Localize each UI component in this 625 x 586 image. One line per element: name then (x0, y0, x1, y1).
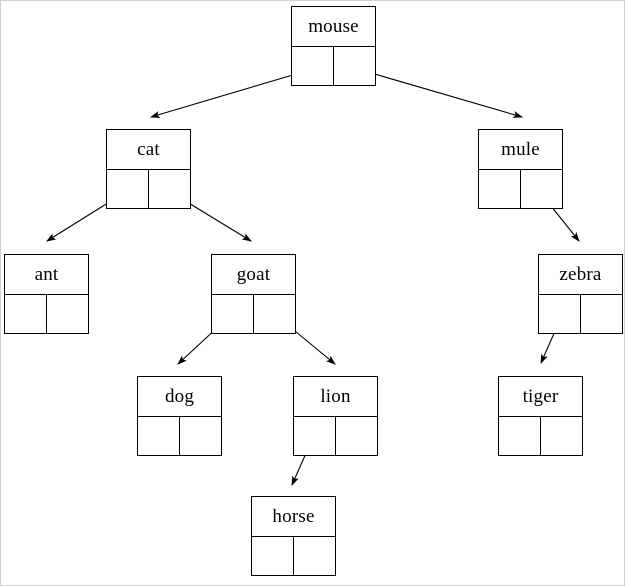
node-pointer-row-mouse (292, 47, 375, 85)
node-left-pointer-tiger[interactable] (499, 417, 541, 455)
node-pointer-row-tiger (499, 417, 582, 455)
tree-edge-mouse-to-mule (353, 67, 524, 118)
node-label-cat: cat (107, 130, 190, 170)
node-left-pointer-mule[interactable] (479, 170, 521, 208)
node-right-pointer-mule[interactable] (521, 170, 563, 208)
tree-node-cat[interactable]: cat (106, 129, 191, 209)
tree-node-horse[interactable]: horse (251, 496, 336, 576)
node-left-pointer-horse[interactable] (252, 537, 294, 575)
node-right-pointer-mouse[interactable] (334, 47, 376, 85)
node-left-pointer-ant[interactable] (5, 295, 47, 333)
node-right-pointer-ant[interactable] (47, 295, 89, 333)
node-left-pointer-zebra[interactable] (539, 295, 581, 333)
node-right-pointer-cat[interactable] (149, 170, 191, 208)
node-left-pointer-dog[interactable] (138, 417, 180, 455)
tree-node-dog[interactable]: dog (137, 376, 222, 456)
node-pointer-row-horse (252, 537, 335, 575)
node-pointer-row-zebra (539, 295, 622, 333)
node-right-pointer-goat[interactable] (254, 295, 296, 333)
node-label-zebra: zebra (539, 255, 622, 295)
node-left-pointer-lion[interactable] (294, 417, 336, 455)
node-label-goat: goat (212, 255, 295, 295)
tree-node-lion[interactable]: lion (293, 376, 378, 456)
node-right-pointer-lion[interactable] (336, 417, 378, 455)
node-right-pointer-dog[interactable] (180, 417, 222, 455)
node-pointer-row-goat (212, 295, 295, 333)
tree-node-ant[interactable]: ant (4, 254, 89, 334)
node-right-pointer-horse[interactable] (294, 537, 336, 575)
node-pointer-row-mule (479, 170, 562, 208)
node-pointer-row-lion (294, 417, 377, 455)
node-label-horse: horse (252, 497, 335, 537)
node-left-pointer-goat[interactable] (212, 295, 254, 333)
node-label-mule: mule (479, 130, 562, 170)
tree-node-goat[interactable]: goat (211, 254, 296, 334)
node-label-mouse: mouse (292, 7, 375, 47)
node-pointer-row-cat (107, 170, 190, 208)
node-label-ant: ant (5, 255, 88, 295)
node-right-pointer-zebra[interactable] (581, 295, 623, 333)
node-left-pointer-mouse[interactable] (292, 47, 334, 85)
node-pointer-row-dog (138, 417, 221, 455)
node-pointer-row-ant (5, 295, 88, 333)
node-right-pointer-tiger[interactable] (541, 417, 583, 455)
node-label-lion: lion (294, 377, 377, 417)
tree-node-tiger[interactable]: tiger (498, 376, 583, 456)
node-label-tiger: tiger (499, 377, 582, 417)
tree-node-mule[interactable]: mule (478, 129, 563, 209)
node-label-dog: dog (138, 377, 221, 417)
tree-node-zebra[interactable]: zebra (538, 254, 623, 334)
tree-edge-mouse-to-cat (149, 68, 314, 118)
tree-node-mouse[interactable]: mouse (291, 6, 376, 86)
node-left-pointer-cat[interactable] (107, 170, 149, 208)
